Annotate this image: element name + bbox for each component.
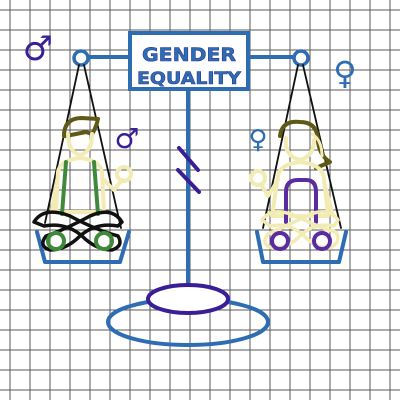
male-symbol-icon: ♂ [114, 122, 139, 155]
woman-right-foot [312, 231, 332, 251]
male-symbol-icon: ♂ [23, 29, 53, 69]
female-symbol-icon: ♀ [333, 54, 356, 92]
woman-right-arm [322, 180, 334, 214]
left-pivot [72, 49, 90, 67]
sign-board [128, 31, 250, 91]
seated-man-icon [32, 116, 133, 264]
man-legs-front [41, 210, 124, 252]
woman-torso [270, 160, 330, 218]
pan-strings [44, 64, 342, 229]
sign-line2: EQUALITY [137, 69, 242, 89]
equality-sign: GENDER EQUALITY [128, 31, 250, 91]
man-torso [54, 156, 106, 214]
man-shirt-right [92, 160, 100, 216]
man-legs-back [32, 210, 122, 252]
man-shirt-left [60, 160, 68, 216]
left-pan [35, 230, 131, 264]
woman-legs-back [260, 210, 340, 250]
man-left-foot [46, 231, 66, 251]
woman-left-foot [270, 231, 290, 251]
woman-left-arm [260, 178, 280, 198]
man-right-foot [94, 231, 114, 251]
man-right-hand [115, 165, 133, 183]
scale-base-top [146, 283, 230, 315]
right-pan [255, 230, 348, 264]
female-symbol-icon: ♀ [248, 125, 267, 155]
woman-left-hand [249, 169, 267, 187]
balance-scale-icon [44, 49, 342, 347]
woman-hair-detail [310, 132, 324, 158]
sign-line1: GENDER [142, 44, 236, 66]
seated-woman-icon [249, 119, 348, 264]
right-pivot [292, 49, 310, 67]
woman-dress [284, 178, 318, 224]
man-left-arm [50, 174, 60, 212]
not-equal-slash-icon [176, 146, 201, 194]
man-head [66, 132, 94, 157]
woman-legs-front [263, 210, 340, 250]
man-right-arm [100, 176, 124, 192]
